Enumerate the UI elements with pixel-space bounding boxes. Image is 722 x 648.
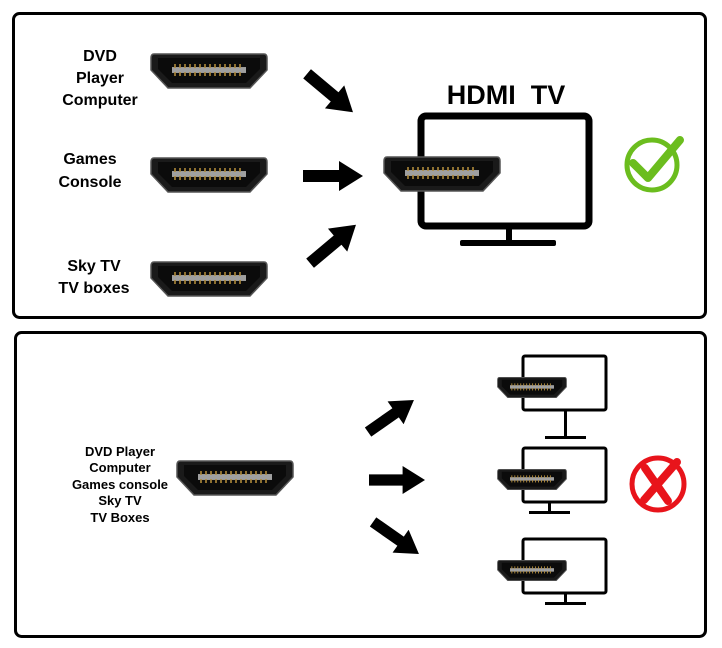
source-label-line: TV boxes [58, 280, 129, 297]
source-label-games-console: Games Console [58, 151, 121, 191]
source-label-line: Console [58, 174, 121, 191]
hdmi-port-icon [497, 559, 567, 582]
source-label-dvd-computer: DVD Player Computer [62, 48, 138, 109]
hdmi-port-icon [176, 460, 294, 496]
tv-title: HDMI TV [447, 80, 566, 110]
hdmi-port-icon [497, 376, 567, 399]
source-label-line: Computer [89, 460, 150, 475]
source-label-all-devices: DVD Player Computer Games console Sky TV… [72, 444, 168, 525]
source-label-line: DVD [83, 48, 117, 65]
source-label-line: Games [63, 151, 116, 168]
source-label-line: Sky TV [98, 493, 142, 508]
hdmi-port-icon [383, 156, 501, 192]
check-icon [624, 136, 684, 193]
source-label-sky-tv: Sky TV TV boxes [58, 258, 129, 297]
source-label-line: DVD Player [85, 444, 155, 459]
cross-icon [629, 455, 687, 513]
hdmi-port-icon [497, 468, 567, 491]
source-label-line: TV Boxes [90, 510, 149, 525]
source-label-line: Games console [72, 477, 168, 492]
source-label-line: Computer [62, 92, 138, 109]
source-label-line: Sky TV [67, 258, 121, 275]
hdmi-port-icon [150, 53, 268, 89]
hdmi-port-icon [150, 157, 268, 193]
source-label-line: Player [76, 70, 124, 87]
hdmi-port-icon [150, 261, 268, 297]
